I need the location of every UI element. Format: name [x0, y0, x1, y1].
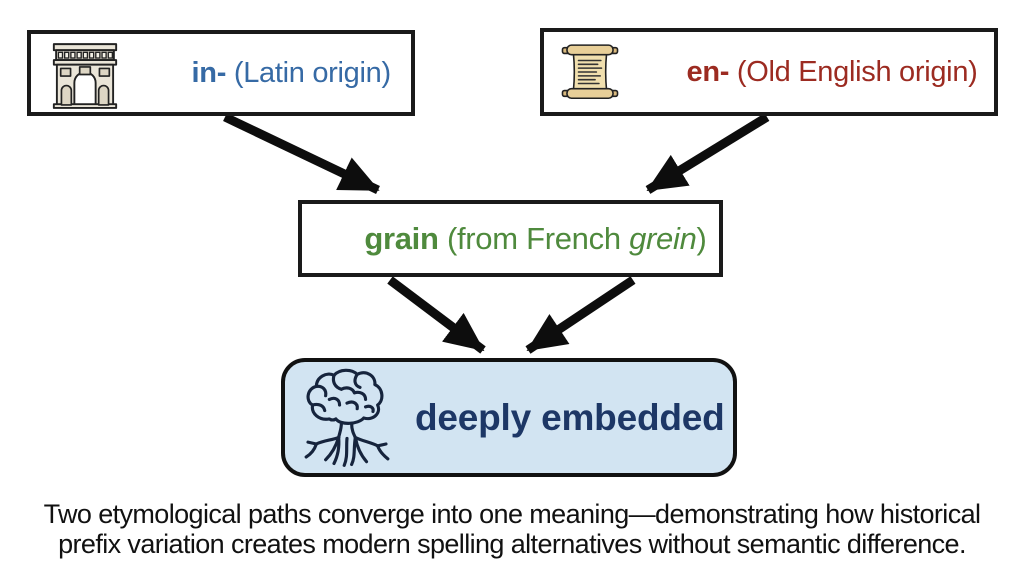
english-prefix-text: en-: [686, 55, 730, 88]
scroll-icon: [561, 44, 619, 100]
latin-origin-text: (Latin origin): [226, 56, 391, 89]
arch-icon: [52, 43, 118, 109]
grain-origin-pre-text: (from French: [438, 220, 630, 256]
node-grain-label: grain (from French grein): [314, 185, 707, 293]
node-english-prefix: en- (Old English origin): [540, 28, 998, 116]
english-origin-text: (Old English origin): [729, 55, 978, 88]
node-embedded-label: deeply embedded: [415, 396, 725, 438]
grain-french-word-text: grein: [629, 220, 697, 256]
grain-word-text: grain: [364, 220, 439, 256]
caption-line-1: Two etymological paths converge into one…: [43, 499, 981, 529]
caption: Two etymological paths converge into one…: [0, 499, 1024, 559]
arrow-latin-to-grain: [223, 112, 380, 195]
node-grain: grain (from French grein): [298, 200, 723, 277]
grain-origin-post-text: ): [696, 220, 707, 256]
brain-roots-icon: [304, 368, 390, 467]
node-latin-label: in- (Latin origin): [145, 24, 392, 123]
caption-line-2: prefix variation creates modern spelling…: [58, 529, 966, 559]
latin-prefix-text: in-: [191, 56, 227, 89]
node-latin-prefix: in- (Latin origin): [27, 30, 415, 116]
node-embedded: deeply embedded: [281, 358, 737, 477]
arrow-english-to-grain: [645, 113, 770, 194]
node-english-label: en- (Old English origin): [640, 23, 978, 122]
